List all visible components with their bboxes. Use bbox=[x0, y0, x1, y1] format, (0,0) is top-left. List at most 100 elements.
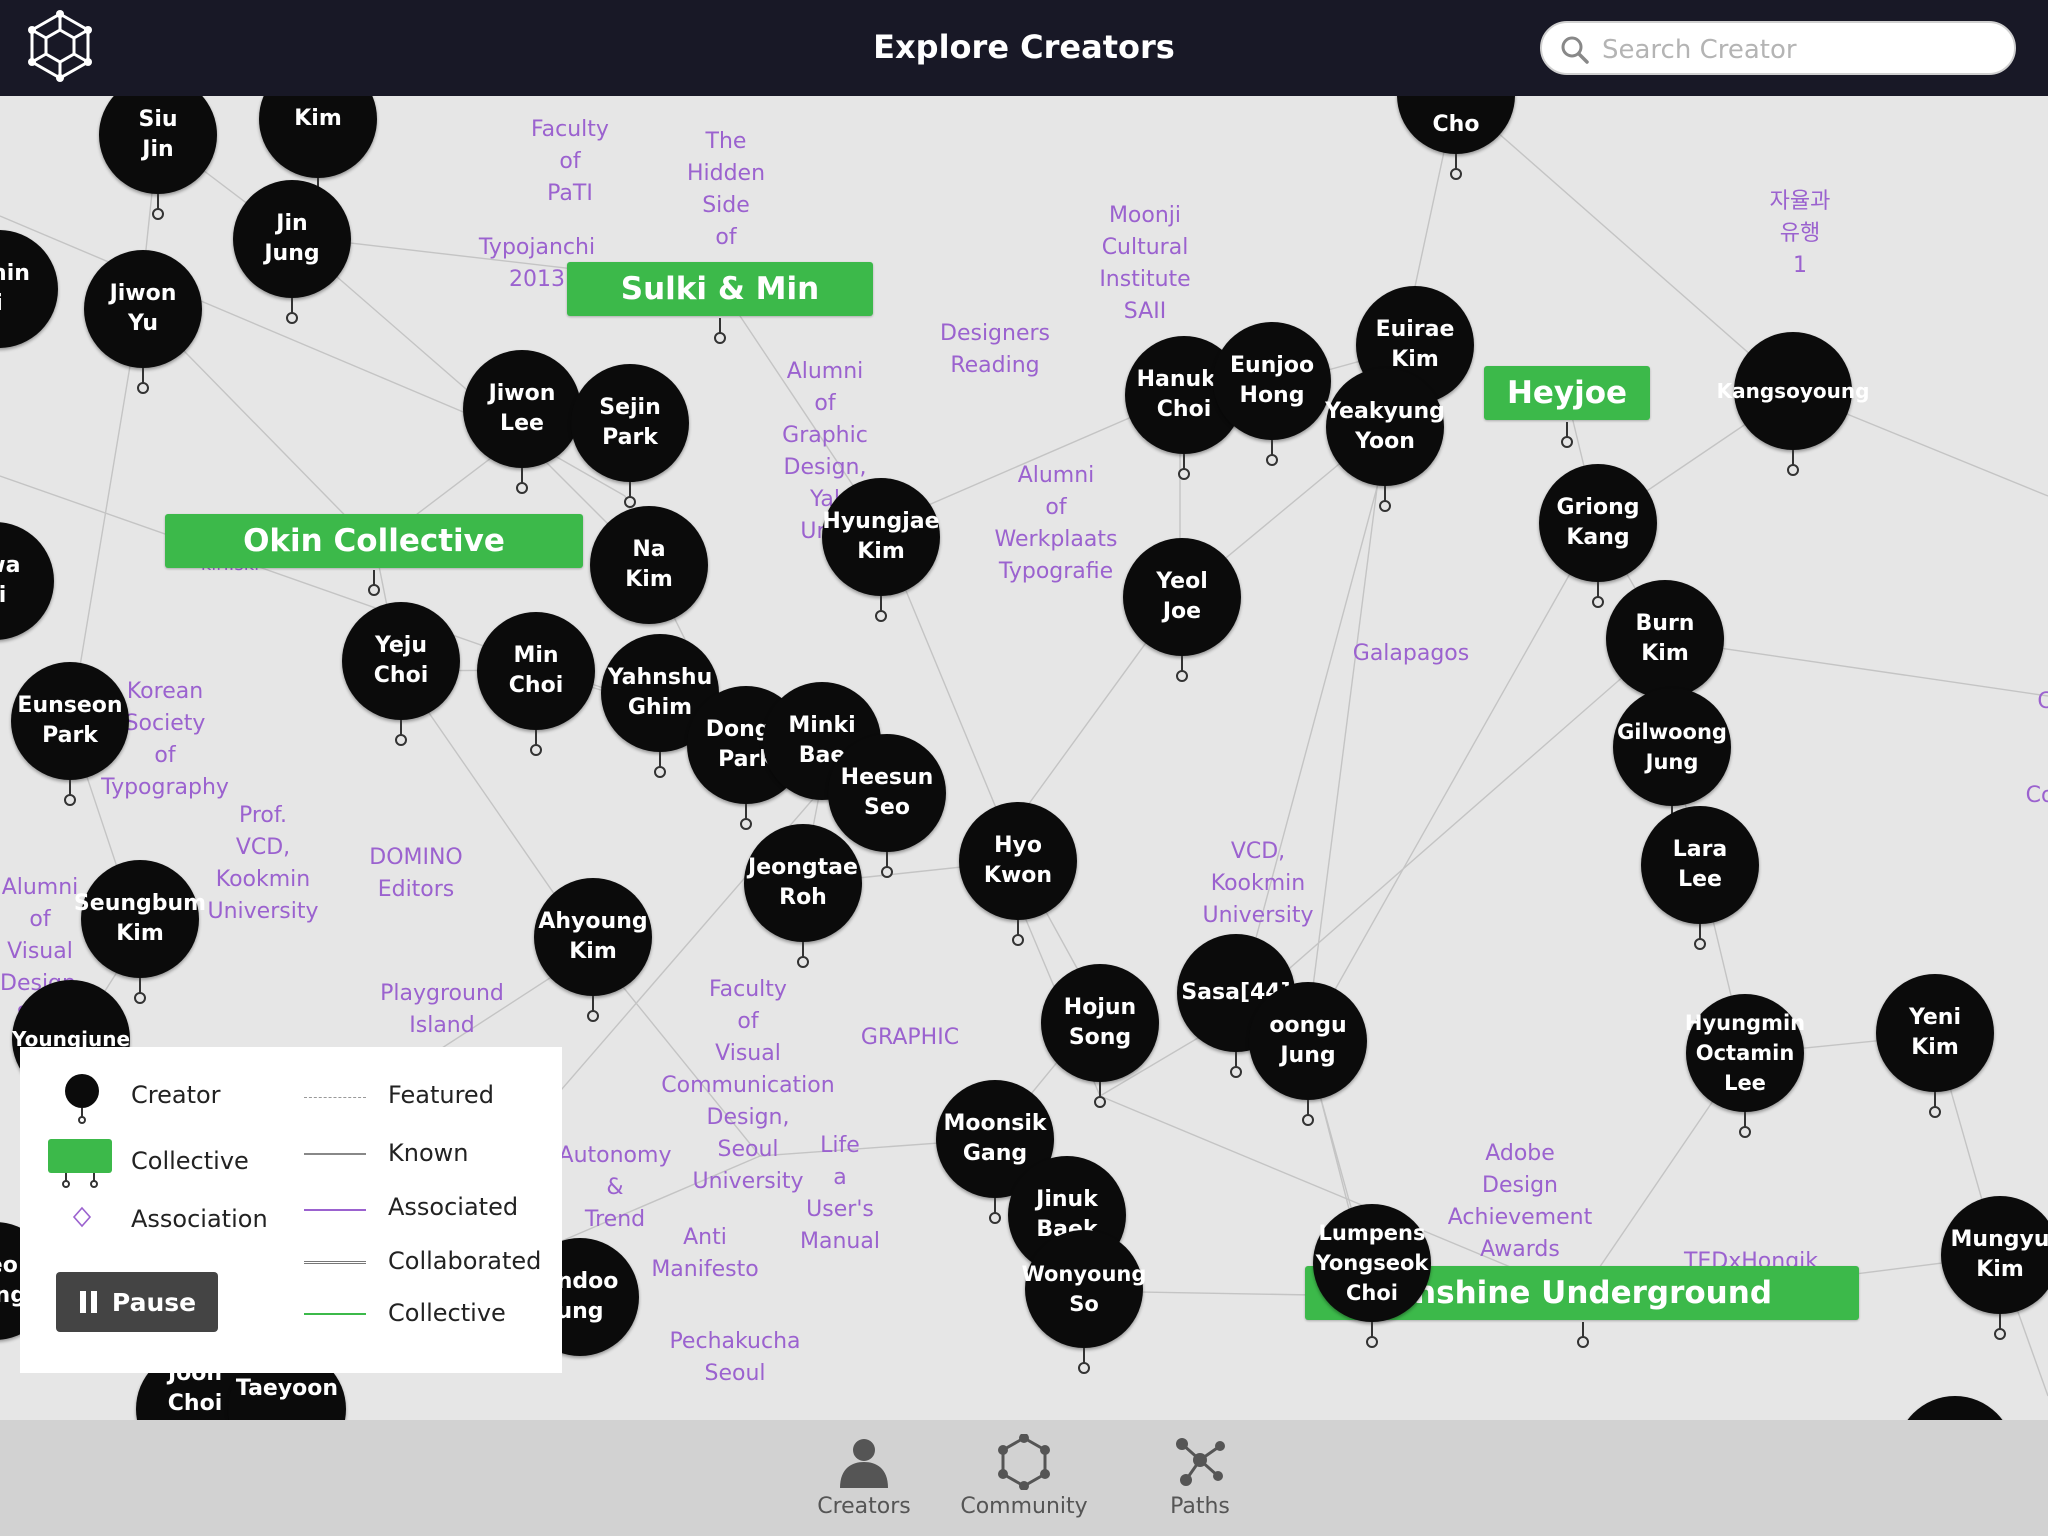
creator-node[interactable]: Eunseon Park bbox=[11, 662, 129, 780]
association-label[interactable]: Autonomy & Trend bbox=[558, 1143, 672, 1232]
creator-node[interactable]: Hyo Kwon bbox=[959, 802, 1077, 920]
association-label[interactable]: Prof. VCD, Kookmin University bbox=[207, 803, 319, 924]
legend-creator-label: Creator bbox=[131, 1081, 221, 1109]
creator-node[interactable]: Gilwoong Jung bbox=[1613, 688, 1731, 806]
association-label[interactable]: Alumni of Werkplaats Typografie bbox=[994, 463, 1118, 584]
legend-known-label: Known bbox=[388, 1139, 469, 1167]
association-label[interactable]: Alumni of Graphic Design, Yal Univ bbox=[782, 359, 868, 544]
creator-node[interactable]: Heesun Seo bbox=[828, 734, 946, 852]
association-label[interactable]: Adobe Design Achievement Awards 2012 bbox=[1447, 1141, 1593, 1294]
association-label[interactable]: Faculty of PaTI bbox=[531, 117, 609, 206]
creator-node[interactable]: Eunjoo Hong bbox=[1213, 322, 1331, 440]
tab-community-label: Community bbox=[960, 1494, 1088, 1519]
legend-associated-label: Associated bbox=[388, 1193, 519, 1221]
app-logo-icon[interactable] bbox=[22, 8, 98, 84]
tab-creators[interactable]: Creators bbox=[794, 1434, 934, 1530]
creator-pin bbox=[624, 482, 636, 508]
association-label[interactable]: VCD, Kookmin University bbox=[1202, 839, 1314, 928]
creator-node[interactable]: Jiwon Yu bbox=[84, 250, 202, 368]
creator-pin bbox=[1176, 656, 1188, 682]
creator-node[interactable]: Seungbum Kim bbox=[74, 860, 206, 978]
creator-pin bbox=[1929, 1092, 1941, 1118]
pause-label: Pause bbox=[111, 1287, 197, 1317]
collective-legend-icon bbox=[48, 1139, 112, 1188]
association-label[interactable]: Galapagos bbox=[1352, 641, 1470, 666]
legend-collaborated-label: Collaborated bbox=[388, 1247, 542, 1275]
creator-pin bbox=[1078, 1348, 1090, 1374]
collective-heyjoe[interactable]: Heyjoe bbox=[1484, 366, 1650, 420]
legend-collective-line-label: Collective bbox=[388, 1299, 506, 1327]
association-label[interactable]: Designers Reading bbox=[940, 321, 1050, 378]
creator-node[interactable]: Jiwon Lee bbox=[463, 350, 581, 468]
creator-pin bbox=[1302, 1100, 1314, 1126]
creator-pin bbox=[286, 298, 298, 324]
collective-sulki-min[interactable]: Sulki & Min bbox=[567, 262, 873, 316]
collective-line-sample bbox=[304, 1313, 366, 1315]
creator-node[interactable]: Siu Jin bbox=[99, 96, 217, 194]
network-graph[interactable]: Faculty of PaTI The Hidden Side of Typoj… bbox=[0, 96, 2048, 1420]
tab-paths[interactable]: Paths bbox=[1130, 1434, 1270, 1530]
creator-pin bbox=[1379, 486, 1391, 512]
collective-pin bbox=[714, 318, 726, 344]
creator-node[interactable]: Lara Lee bbox=[1641, 806, 1759, 924]
association-label[interactable]: Pechakucha Seoul bbox=[669, 1329, 801, 1386]
collective-okin-collective[interactable]: Okin Collective bbox=[165, 514, 583, 568]
creator-node[interactable]: Wonyoung So bbox=[1022, 1230, 1146, 1348]
creator-pin bbox=[1178, 454, 1190, 480]
association-label[interactable]: Korean Society of Typography bbox=[101, 679, 229, 800]
creator-node[interactable]: Lumpens Yongseok Choi bbox=[1313, 1204, 1431, 1322]
creator-node[interactable]: Min Choi bbox=[477, 612, 595, 730]
tab-community[interactable]: Community bbox=[954, 1434, 1094, 1530]
association-label[interactable]: Faculty of Visual Communication Design, … bbox=[661, 977, 835, 1194]
creator-node[interactable]: oongu Jung bbox=[1249, 982, 1367, 1100]
creator-node[interactable]: Mungyu Kim bbox=[1941, 1196, 2048, 1314]
creator-node[interactable]: Yeni Kim bbox=[1876, 974, 1994, 1092]
creator-pin bbox=[1739, 1112, 1751, 1138]
search-box[interactable] bbox=[1540, 21, 2016, 75]
creator-pin bbox=[1694, 924, 1706, 950]
creator-node[interactable]: Yeakyung Yoon bbox=[1325, 368, 1445, 486]
association-label[interactable]: C bbox=[2037, 689, 2048, 714]
creator-pin bbox=[1366, 1322, 1378, 1348]
legend-panel: Creator Collective Association Featured … bbox=[20, 1047, 562, 1373]
creator-pin bbox=[797, 942, 809, 968]
association-label[interactable]: Co bbox=[2025, 783, 2048, 808]
association-label[interactable]: GRAPHIC bbox=[860, 1025, 960, 1050]
pause-button[interactable]: Pause bbox=[56, 1272, 218, 1332]
association-label[interactable]: Life a User's Manual bbox=[800, 1133, 880, 1254]
search-input[interactable] bbox=[1600, 31, 1994, 69]
association-label[interactable]: 자율과 유행 1 bbox=[1769, 189, 1831, 278]
creator-pin bbox=[152, 194, 164, 220]
creator-pin bbox=[1994, 1314, 2006, 1340]
paths-icon bbox=[1176, 1438, 1225, 1486]
creator-node[interactable]: Griong Kang bbox=[1539, 464, 1657, 582]
creator-node[interactable]: Na Kim bbox=[590, 506, 708, 624]
creator-node[interactable]: Hyungmin Octamin Lee bbox=[1685, 994, 1805, 1112]
creator-node[interactable]: Ahyoung Kim bbox=[534, 878, 652, 996]
creator-node[interactable]: Yeol Joe bbox=[1123, 538, 1241, 656]
creator-node[interactable]: Kangsoyoung bbox=[1717, 332, 1869, 450]
creator-node[interactable]: Hojun Song bbox=[1041, 964, 1159, 1082]
creator-node[interactable]: Burn Kim bbox=[1606, 580, 1724, 698]
creator-pin bbox=[1592, 582, 1604, 608]
association-label[interactable]: DOMINO Editors bbox=[369, 845, 463, 902]
creator-pin bbox=[134, 978, 146, 1004]
creator-pin bbox=[137, 368, 149, 394]
legend-featured-label: Featured bbox=[388, 1081, 494, 1109]
creator-pin bbox=[530, 730, 542, 756]
creator-node[interactable]: Jin Jung bbox=[233, 180, 351, 298]
creator-node[interactable]: Yeju Choi bbox=[342, 602, 460, 720]
tab-paths-label: Paths bbox=[1170, 1494, 1230, 1519]
creator-node[interactable]: Hyungjae Kim bbox=[822, 478, 940, 596]
association-label[interactable]: Anti Manifesto bbox=[651, 1225, 759, 1282]
creator-node[interactable]: Kim bbox=[259, 96, 377, 178]
association-label[interactable]: The Hidden Side of bbox=[686, 129, 766, 250]
legend-association-label: Association bbox=[131, 1205, 268, 1233]
collaborated-line-sample bbox=[304, 1261, 366, 1268]
creator-node[interactable]: Jeongtae Roh bbox=[744, 824, 862, 942]
association-label[interactable]: Moonji Cultural Institute SAII bbox=[1099, 203, 1191, 324]
search-icon bbox=[1561, 36, 1589, 64]
collective-pin bbox=[368, 570, 380, 596]
creator-node[interactable]: Sejin Park bbox=[571, 364, 689, 482]
association-label[interactable]: Typojanchi 2013 bbox=[478, 235, 596, 292]
